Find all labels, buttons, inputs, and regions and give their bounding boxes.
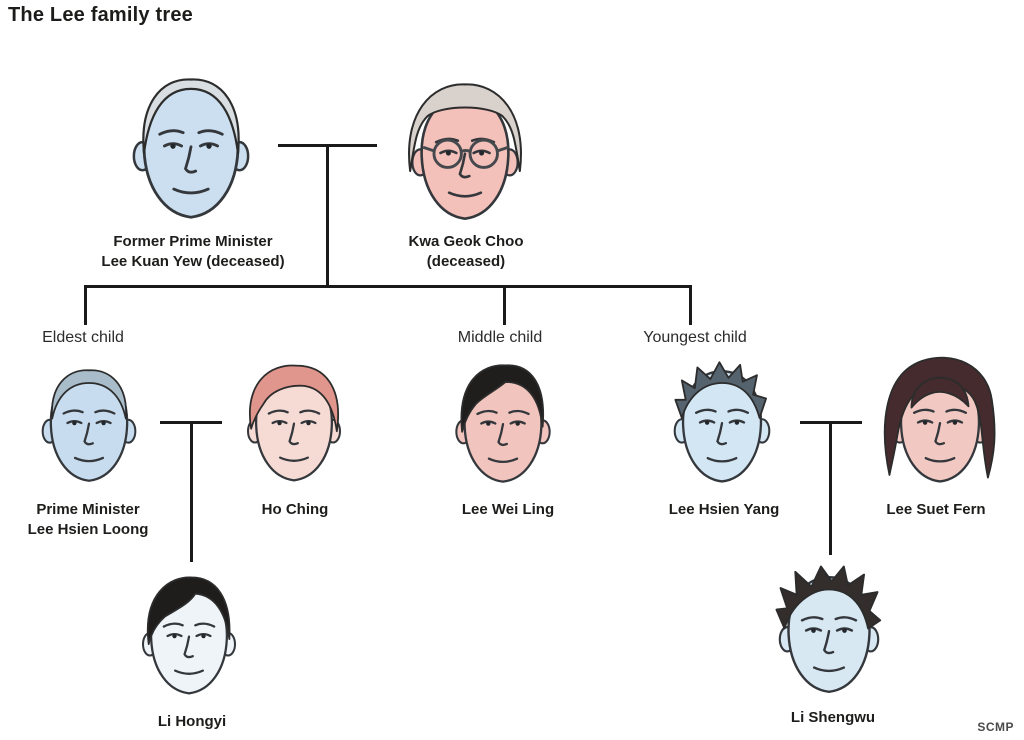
label-line: (deceased) [426,253,506,270]
li-shengwu-portrait [760,553,898,708]
label-line: Lee Hsien Loong [27,521,149,538]
connector-drop-middle [503,285,506,325]
generation-label-middle: Middle child [457,329,543,346]
lee-hsien-loong-label: Prime Minister Lee Hsien Loong [28,500,149,540]
label-line: Former Prime Minister [113,233,273,250]
connector-drop-youngest [689,285,692,325]
credit-scmp: SCMP [977,720,1014,734]
kwa-geok-choo-label: Kwa Geok Choo (deceased) [408,232,523,272]
label-line: Prime Minister [36,501,140,518]
lee-hsien-yang-portrait [656,348,788,497]
label-line: Kwa Geok Choo [408,233,524,250]
connector-shengwu-descent [829,421,832,555]
lee-suet-fern-portrait [870,348,1010,497]
lee-hsien-yang-label: Lee Hsien Yang [668,501,780,518]
lee-wei-ling-label: Lee Wei Ling [461,501,555,518]
lee-suet-fern-label: Lee Suet Fern [886,501,986,518]
connector-hongyi-descent [190,421,193,562]
lee-wei-ling-portrait [438,350,568,497]
generation-label-youngest: Youngest child [643,329,747,346]
kwa-geok-choo-portrait [386,70,544,236]
connector-drop-eldest [84,285,87,325]
label-line: Lee Kuan Yew (deceased) [101,253,285,270]
connector-siblings-horizontal [84,285,692,288]
li-hongyi-portrait [126,560,252,712]
lee-kuan-yew-portrait [112,56,270,236]
li-shengwu-label: Li Shengwu [790,709,876,726]
lee-kuan-yew-label: Former Prime Minister Lee Kuan Yew (dece… [101,232,284,272]
connector-parents-descent [326,144,329,288]
generation-label-eldest: Eldest child [42,329,124,346]
li-hongyi-label: Li Hongyi [157,713,227,730]
ho-ching-label: Ho Ching [261,501,329,518]
ho-ching-portrait [231,350,357,496]
lee-hsien-loong-portrait [25,350,153,496]
page-title: The Lee family tree [8,4,193,26]
